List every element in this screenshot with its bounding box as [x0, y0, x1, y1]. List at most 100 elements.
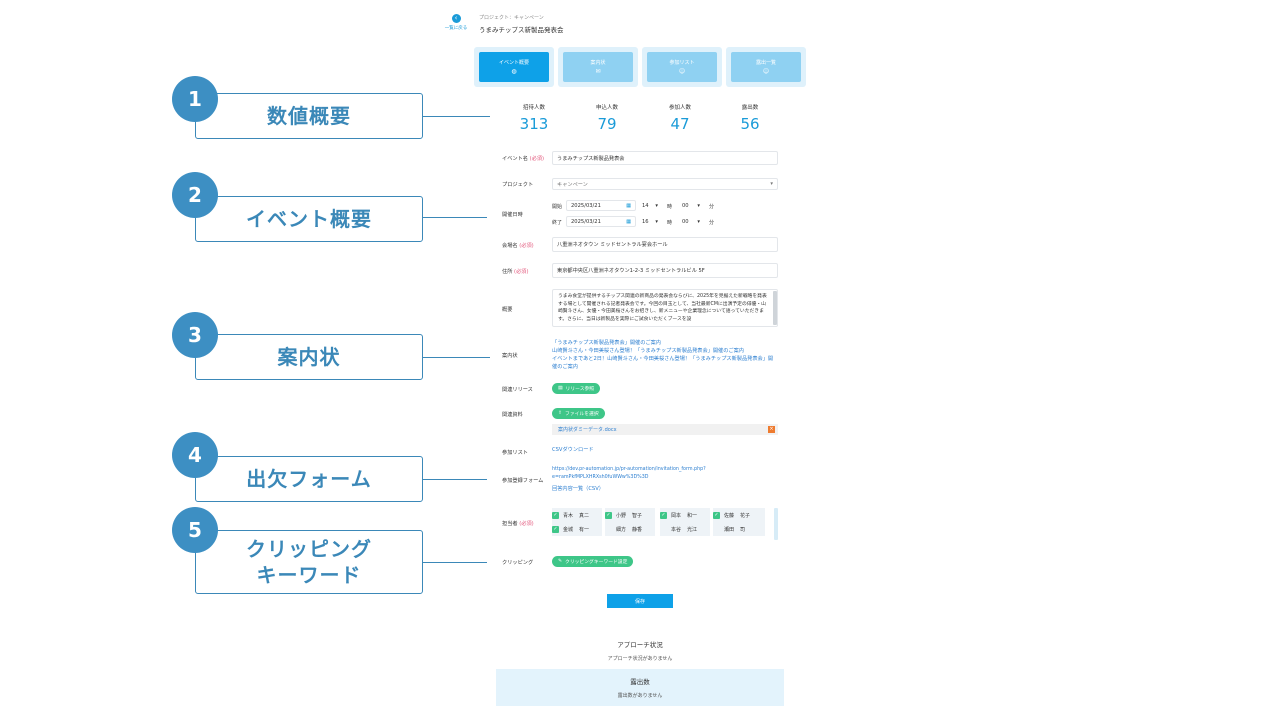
callout-number: 3	[172, 312, 218, 358]
end-hour-select[interactable]: 16 ▾	[638, 216, 662, 227]
start-label: 開始	[552, 204, 563, 210]
callout-label: 数値概要	[195, 93, 423, 139]
approach-empty-message: アプローチ状況がありません	[607, 656, 673, 662]
staff-given-name: 智子	[632, 512, 643, 519]
end-date-value: 2025/03/21	[571, 218, 601, 225]
exposure-empty-message: 露出数がありません	[617, 693, 663, 699]
staff-checkbox-item[interactable]: ✓ 小野智子	[605, 508, 655, 522]
project-select[interactable]: キャンペーン ▾	[552, 178, 778, 190]
staff-checkbox-item[interactable]: ✓ 佐藤花子	[713, 508, 765, 522]
chevron-down-icon: ▾	[655, 202, 658, 209]
event-name-input[interactable]: うまみチップス新製品発表会	[552, 151, 778, 165]
release-label: 関連リリース	[502, 387, 533, 393]
rsvp-url-line1[interactable]: https://dev.pr-automation.jp/pr-automati…	[552, 467, 706, 472]
chevron-down-icon: ▾	[655, 218, 658, 225]
stat-value: 313	[519, 115, 549, 133]
save-button[interactable]: 保存	[607, 594, 673, 608]
start-date-value: 2025/03/21	[571, 202, 601, 209]
tab-label: 案内状	[590, 60, 606, 66]
staff-checkbox-item[interactable]: ✓ 岡本和一	[660, 508, 710, 522]
globe-icon: ◍	[511, 68, 517, 75]
venue-input[interactable]: 八重洲ネオタウン ミッドセントラル宴会ホール	[552, 237, 778, 252]
tab-event-overview[interactable]: イベント概要 ◍	[474, 47, 554, 87]
tab-label: イベント概要	[498, 60, 529, 66]
check-icon: ✓	[660, 511, 667, 519]
start-date-input[interactable]: 2025/03/21 ▦	[566, 200, 636, 211]
invitation-link-2[interactable]: 山崎賢斗さん・今田美桜さん登場！「うまみチップス新製品発表会」開催のご案内	[552, 348, 744, 354]
staff-given-name: 花子	[740, 512, 751, 519]
rsvp-form-label: 参加登録フォーム	[502, 478, 544, 484]
callout-label: 案内状	[195, 334, 423, 380]
rsvp-url-line2[interactable]: e=ramPkfMPLXHRXsh0fuWWw%3D%3D	[552, 475, 649, 480]
address-input[interactable]: 東京都中央区八重洲ネオタウン1-2-3 ミッドセントラルビル 5F	[552, 263, 778, 278]
start-hour-select[interactable]: 14 ▾	[638, 200, 662, 211]
end-label: 終了	[552, 220, 563, 226]
staff-checkbox-item[interactable]: 瀬田司	[713, 522, 765, 536]
check-icon: ✓	[552, 511, 559, 519]
invitation-link-3[interactable]: イベントまであと2日！山崎賢斗さん・今田美桜さん登場！「うまみチップス新製品発表…	[552, 356, 774, 362]
chevron-left-icon: ‹	[451, 14, 461, 23]
staff-checkbox-item[interactable]: 細方静香	[605, 522, 655, 536]
event-name-label: イベント名 (必須)	[502, 155, 544, 162]
people-icon: ☺	[762, 68, 770, 75]
callout-number: 1	[172, 76, 218, 122]
tab-participant-list[interactable]: 参加リスト ☺	[642, 47, 722, 87]
stat-applied: 申込人数 79	[577, 103, 637, 133]
summary-scrollbar[interactable]	[773, 291, 777, 325]
breadcrumb[interactable]: プロジェクト：キャンペーン	[479, 15, 544, 21]
approach-title: アプローチ状況	[617, 641, 663, 649]
required-mark: (必須)	[519, 521, 534, 527]
staff-given-name: 有一	[579, 526, 590, 533]
staff-surname: 細方	[616, 526, 627, 533]
tab-invitation[interactable]: 案内状 ✉	[558, 47, 638, 87]
staff-surname: 青木	[563, 512, 574, 519]
back-button[interactable]: ‹ 一覧に戻る	[444, 14, 468, 31]
minute-unit: 分	[709, 220, 715, 226]
end-date-input[interactable]: 2025/03/21 ▦	[566, 216, 636, 227]
tag-icon: ✎	[558, 559, 563, 564]
stat-value: 79	[597, 115, 617, 133]
file-link[interactable]: 案内状ダミーデータ.docx	[558, 427, 617, 433]
callout-number: 2	[172, 172, 218, 218]
callout-connector	[423, 357, 490, 358]
staff-checkbox-item[interactable]: ✓ 金城有一	[552, 522, 602, 536]
invitation-link-1[interactable]: 「うまみチップス新製品発表会」開催のご案内	[552, 340, 661, 346]
chevron-down-icon: ▾	[697, 218, 700, 225]
stat-label: 招待人数	[522, 105, 545, 111]
label-text: 担当者	[502, 521, 518, 527]
rsvp-answers-link[interactable]: 回答内容一覧（CSV）	[552, 486, 604, 492]
file-select-button[interactable]: ⇪ ファイルを選択	[552, 408, 605, 419]
staff-checkbox-item[interactable]: 本谷光江	[660, 522, 710, 536]
delete-icon[interactable]: ×	[768, 426, 775, 433]
label-text: イベント名	[502, 156, 528, 162]
hour-unit: 時	[667, 220, 673, 226]
button-label: クリッピングキーワード設定	[565, 560, 628, 565]
callout-label: クリッピング キーワード	[195, 530, 423, 594]
required-mark: (必須)	[529, 156, 545, 162]
people-icon: ☺	[678, 68, 686, 75]
csv-download-link[interactable]: CSVダウンロード	[552, 447, 594, 453]
staff-surname: 岡本	[671, 512, 682, 519]
staff-scrollbar[interactable]	[774, 508, 778, 540]
start-minute-value: 00	[682, 202, 689, 209]
page-title: うまみチップス新製品発表会	[479, 26, 564, 34]
tab-exposure-list[interactable]: 露出一覧 ☺	[726, 47, 806, 87]
summary-textarea[interactable]: うまみ食堂が提供するチップス関連の新商品の発表会ならびに、2025年を見据えた新…	[552, 289, 778, 327]
staff-checkbox-item[interactable]: ✓ 青木真二	[552, 508, 602, 522]
exposure-section	[496, 669, 784, 706]
clipping-keyword-button[interactable]: ✎ クリッピングキーワード設定	[552, 556, 634, 567]
datetime-label: 開催日時	[502, 212, 523, 218]
start-minute-select[interactable]: 00 ▾	[678, 200, 704, 211]
invitation-link-3-cont[interactable]: 催のご案内	[552, 364, 578, 370]
staff-surname: 本谷	[671, 526, 682, 533]
staff-given-name: 光江	[687, 526, 698, 533]
stat-value: 47	[670, 115, 690, 133]
summary-label: 概要	[502, 307, 513, 313]
release-reference-button[interactable]: ▤ リリース参照	[552, 383, 601, 394]
invitation-label: 案内状	[502, 353, 518, 359]
end-minute-select[interactable]: 00 ▾	[678, 216, 704, 227]
callout-connector	[423, 217, 487, 218]
callout-label: イベント概要	[195, 196, 423, 242]
staff-surname: 瀬田	[724, 526, 735, 533]
end-hour-value: 16	[642, 218, 649, 225]
